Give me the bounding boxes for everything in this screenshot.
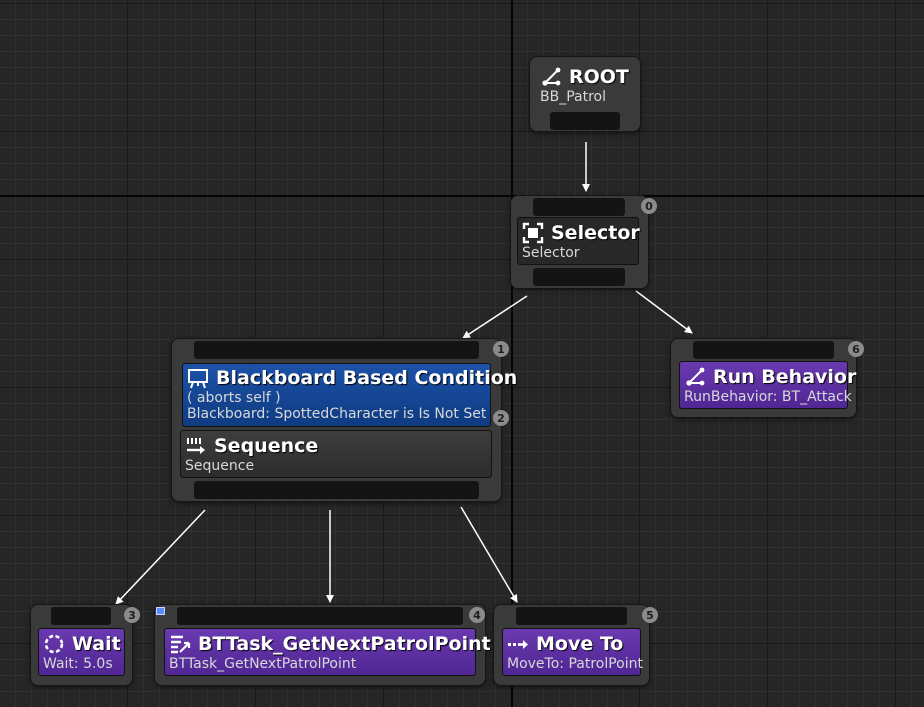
wait-node[interactable]: Wait Wait: 5.0s xyxy=(31,605,132,685)
wire-sequence-to-wait xyxy=(115,509,206,605)
run-behavior-execution-index: 6 xyxy=(848,341,864,357)
wire-sequence-to-move-to xyxy=(460,506,518,603)
selector-output-pin[interactable] xyxy=(533,268,625,286)
wait-subtitle: Wait: 5.0s xyxy=(43,656,113,672)
sequence-output-pin[interactable] xyxy=(194,481,479,499)
run-behavior-icon xyxy=(686,367,705,386)
sequence-title: Sequence xyxy=(214,435,319,457)
selector-card[interactable]: Selector Selector xyxy=(517,217,640,265)
graph-origin-horizontal-line xyxy=(0,195,924,197)
move-to-subtitle: MoveTo: PatrolPoint xyxy=(507,656,643,672)
sequence-node[interactable]: Blackboard Based Condition ( aborts self… xyxy=(172,339,517,501)
wait-icon xyxy=(44,634,64,654)
blueprint-task-marker-icon xyxy=(156,607,165,615)
root-icon xyxy=(542,67,561,86)
decorator-execution-index: 2 xyxy=(493,410,509,426)
run-behavior-input-pin[interactable] xyxy=(693,341,834,359)
sequence-input-pin[interactable] xyxy=(194,341,479,359)
wait-input-pin[interactable] xyxy=(51,607,111,625)
run-behavior-card[interactable]: Run Behavior RunBehavior: BT_Attack xyxy=(679,361,856,409)
wire-selector-to-run-behavior xyxy=(635,290,693,334)
run-behavior-title: Run Behavior xyxy=(713,366,857,388)
move-to-node[interactable]: Move To MoveTo: PatrolPoint xyxy=(494,605,649,685)
run-behavior-node[interactable]: Run Behavior RunBehavior: BT_Attack xyxy=(671,339,856,417)
move-to-icon xyxy=(508,640,528,649)
decorator-aborts: ( aborts self ) xyxy=(187,390,281,406)
get-patrol-card[interactable]: BTTask_GetNextPatrolPoint BTTask_GetNext… xyxy=(164,628,491,676)
blackboard-icon xyxy=(188,369,208,389)
root-output-pin[interactable] xyxy=(550,112,620,130)
get-patrol-execution-index: 4 xyxy=(469,607,485,623)
wait-title: Wait xyxy=(72,633,121,655)
selector-subtitle: Selector xyxy=(522,245,580,261)
run-behavior-subtitle: RunBehavior: BT_Attack xyxy=(684,389,852,405)
blackboard-decorator[interactable]: Blackboard Based Condition ( aborts self… xyxy=(182,363,517,427)
wait-execution-index: 3 xyxy=(124,607,140,623)
move-to-title: Move To xyxy=(536,633,624,655)
get-patrol-point-node[interactable]: BTTask_GetNextPatrolPoint BTTask_GetNext… xyxy=(155,605,491,685)
root-subtitle: BB_Patrol xyxy=(540,89,606,105)
wire-selector-to-sequence xyxy=(462,295,528,339)
root-card[interactable]: ROOT BB_Patrol xyxy=(536,62,634,108)
get-patrol-input-pin[interactable] xyxy=(177,607,463,625)
selector-input-pin[interactable] xyxy=(533,198,625,216)
sequence-icon xyxy=(187,438,205,454)
get-patrol-title: BTTask_GetNextPatrolPoint xyxy=(198,633,491,655)
selector-title: Selector xyxy=(551,222,640,244)
move-to-execution-index: 5 xyxy=(642,607,658,623)
decorator-title: Blackboard Based Condition xyxy=(216,367,518,389)
move-to-input-pin[interactable] xyxy=(516,607,627,625)
graph-origin-vertical-line xyxy=(511,0,513,707)
sequence-execution-index: 1 xyxy=(493,341,509,357)
selector-icon xyxy=(522,222,544,244)
selector-execution-index: 0 xyxy=(641,198,657,214)
move-to-card[interactable]: Move To MoveTo: PatrolPoint xyxy=(502,628,643,676)
wait-card[interactable]: Wait Wait: 5.0s xyxy=(38,628,125,676)
get-patrol-subtitle: BTTask_GetNextPatrolPoint xyxy=(169,656,357,672)
root-node[interactable]: ROOT BB_Patrol xyxy=(530,57,640,131)
decorator-detail: Blackboard: SpottedCharacter is Is Not S… xyxy=(187,406,487,422)
root-title: ROOT xyxy=(569,66,629,88)
sequence-card[interactable]: Sequence Sequence xyxy=(180,430,492,478)
task-icon xyxy=(171,635,191,654)
selector-node[interactable]: Selector Selector xyxy=(511,196,648,288)
sequence-subtitle: Sequence xyxy=(185,458,255,474)
